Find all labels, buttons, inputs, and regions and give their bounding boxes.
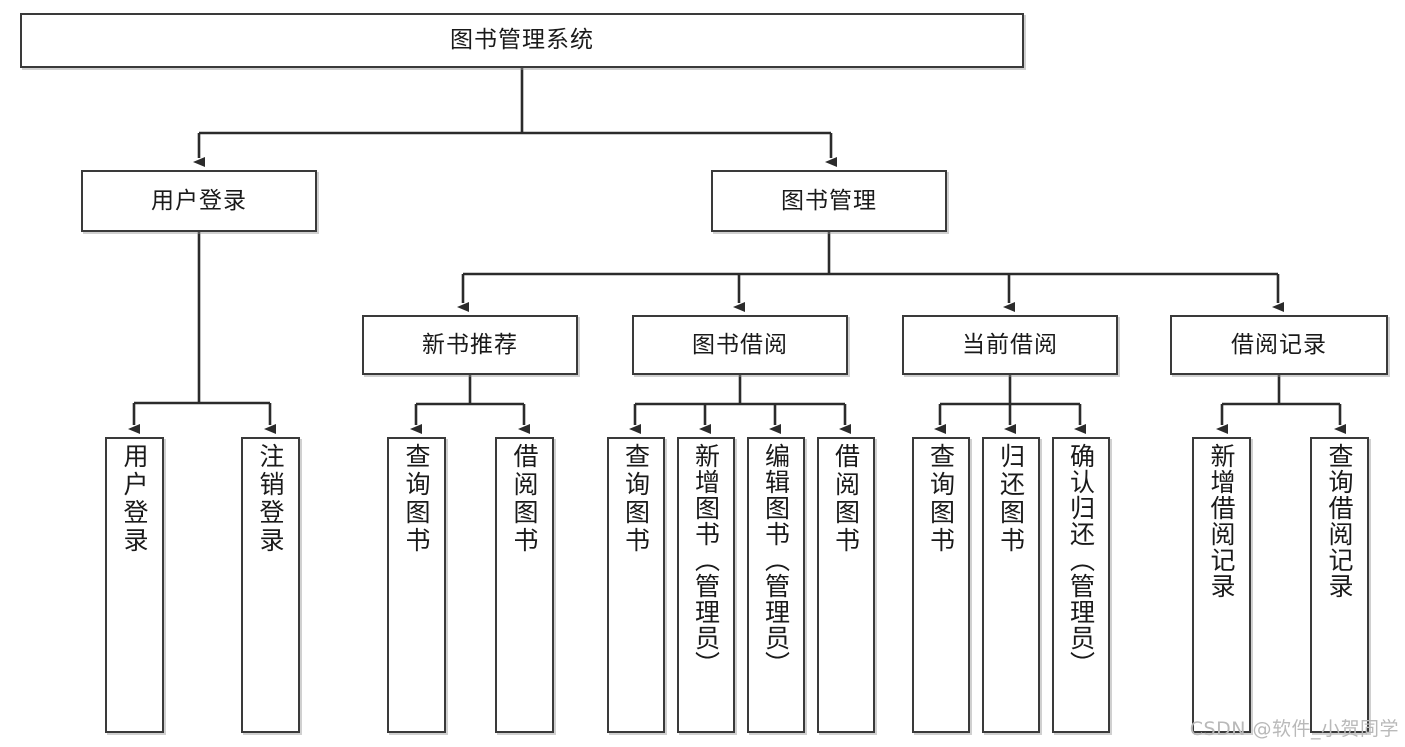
node-book-borrow-label: 图书借阅: [692, 331, 788, 358]
node-leaf-current-query-book-label: 查询图书: [926, 443, 956, 555]
node-leaf-recommend-borrow-book-label: 借阅图书: [510, 443, 539, 555]
node-leaf-edit-book-admin[interactable]: 编辑图书（管理员）: [747, 437, 805, 733]
node-leaf-return-book-label: 归还图书: [996, 443, 1026, 555]
node-new-book-recommend-label: 新书推荐: [422, 331, 518, 358]
node-leaf-recommend-query-book[interactable]: 查询图书: [387, 437, 446, 733]
node-leaf-confirm-return-admin[interactable]: 确认归还（管理员）: [1052, 437, 1110, 733]
node-book-management[interactable]: 图书管理: [711, 170, 947, 232]
node-leaf-user-login-label: 用户登录: [120, 443, 149, 555]
node-book-management-label: 图书管理: [781, 187, 877, 214]
node-borrow-records[interactable]: 借阅记录: [1170, 315, 1388, 375]
node-leaf-edit-book-admin-label: 编辑图书（管理员）: [761, 443, 791, 677]
node-borrow-records-label: 借阅记录: [1231, 331, 1327, 358]
node-leaf-borrow-book-label: 借阅图书: [831, 443, 861, 555]
node-leaf-logout[interactable]: 注销登录: [241, 437, 300, 733]
node-leaf-recommend-query-book-label: 查询图书: [402, 443, 431, 555]
node-leaf-logout-label: 注销登录: [256, 443, 285, 555]
node-leaf-recommend-borrow-book[interactable]: 借阅图书: [495, 437, 554, 733]
node-leaf-borrow-book[interactable]: 借阅图书: [817, 437, 875, 733]
node-leaf-add-borrow-record-label: 新增借阅记录: [1207, 443, 1236, 599]
node-root-label: 图书管理系统: [450, 27, 594, 54]
node-leaf-add-book-admin[interactable]: 新增图书（管理员）: [677, 437, 735, 733]
node-leaf-query-borrow-record-label: 查询借阅记录: [1325, 443, 1354, 599]
node-user-login-label: 用户登录: [151, 187, 247, 214]
node-book-borrow[interactable]: 图书借阅: [632, 315, 848, 375]
node-leaf-add-book-admin-label: 新增图书（管理员）: [691, 443, 721, 677]
node-leaf-user-login[interactable]: 用户登录: [105, 437, 164, 733]
node-leaf-add-borrow-record[interactable]: 新增借阅记录: [1192, 437, 1251, 733]
node-leaf-return-book[interactable]: 归还图书: [982, 437, 1040, 733]
node-leaf-borrow-query-book[interactable]: 查询图书: [607, 437, 665, 733]
node-user-login[interactable]: 用户登录: [81, 170, 317, 232]
node-leaf-borrow-query-book-label: 查询图书: [621, 443, 651, 555]
node-new-book-recommend[interactable]: 新书推荐: [362, 315, 578, 375]
node-current-borrow-label: 当前借阅: [962, 331, 1058, 358]
node-leaf-confirm-return-admin-label: 确认归还（管理员）: [1066, 443, 1096, 677]
node-root[interactable]: 图书管理系统: [20, 13, 1024, 68]
node-current-borrow[interactable]: 当前借阅: [902, 315, 1118, 375]
node-leaf-current-query-book[interactable]: 查询图书: [912, 437, 970, 733]
watermark: CSDN @软件_小贺同学: [1189, 718, 1399, 740]
node-leaf-query-borrow-record[interactable]: 查询借阅记录: [1310, 437, 1369, 733]
